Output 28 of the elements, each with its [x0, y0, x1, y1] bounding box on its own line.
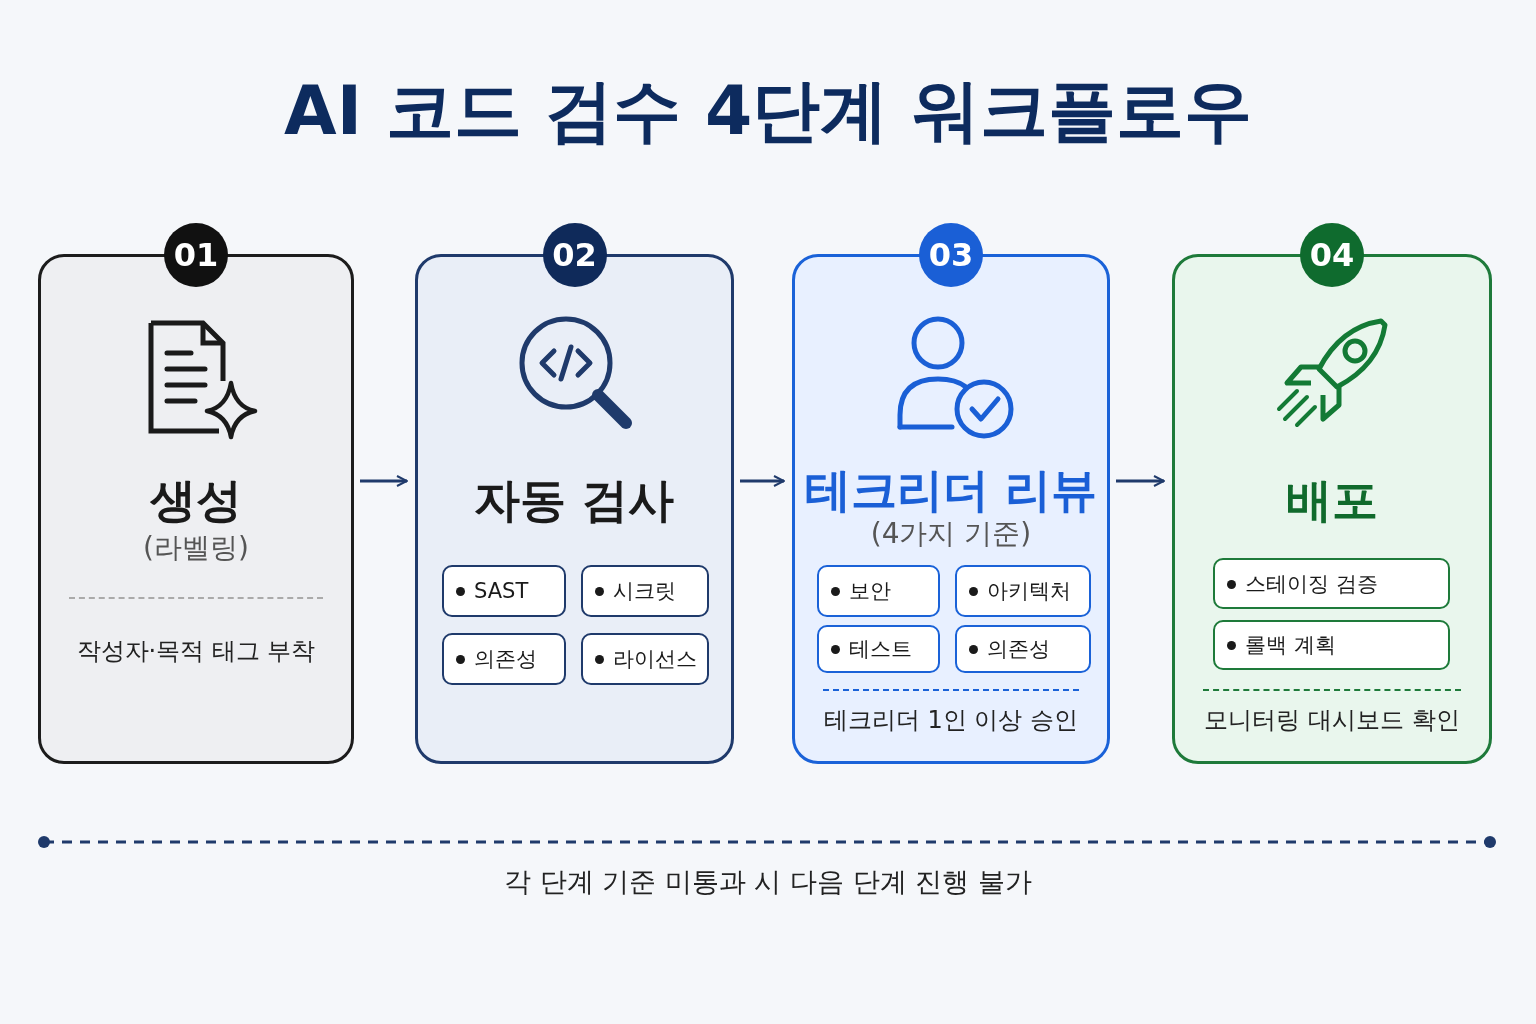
bullet-tag: 라이선스: [581, 633, 709, 685]
step-number-badge: 02: [542, 223, 607, 287]
step-number-badge: 04: [1300, 223, 1364, 287]
step-number-badge: 01: [164, 223, 228, 287]
bullet-tag: 시크릿: [581, 565, 709, 617]
step-note: 모니터링 대시보드 확인: [1203, 705, 1461, 736]
bullet-tag: SAST: [442, 565, 566, 617]
arrow: [1116, 475, 1165, 487]
step-title: 자동 검사: [473, 472, 676, 529]
arrow: [360, 475, 408, 487]
step-title: 배포: [1285, 472, 1379, 529]
bullet-tag: 테스트: [817, 625, 940, 673]
bullet-tag: 롤백 계획: [1213, 620, 1450, 670]
step-title: 테크리더 리뷰: [804, 462, 1098, 519]
step-number-badge: 03: [919, 223, 983, 287]
step-subtitle: (4가지 기준): [869, 516, 1033, 552]
bullet-tag: 스테이징 검증: [1213, 558, 1450, 609]
arrow: [740, 475, 785, 487]
bullet-tag: 의존성: [955, 625, 1091, 673]
step-subtitle: (라벨링): [142, 530, 250, 566]
bullet-tag: 의존성: [442, 633, 566, 685]
diagram-title: AI 코드 검수 4단계 워크플로우: [283, 70, 1253, 152]
bullet-tag: 아키텍처: [955, 565, 1091, 617]
step-note: 테크리더 1인 이상 승인: [822, 705, 1080, 736]
bullet-tag: 보안: [817, 565, 940, 617]
step-title: 생성: [149, 472, 243, 529]
step-note: 작성자·목적 태그 부착: [75, 636, 317, 667]
footnote: 각 단계 기준 미통과 시 다음 단계 진행 불가: [503, 865, 1033, 899]
